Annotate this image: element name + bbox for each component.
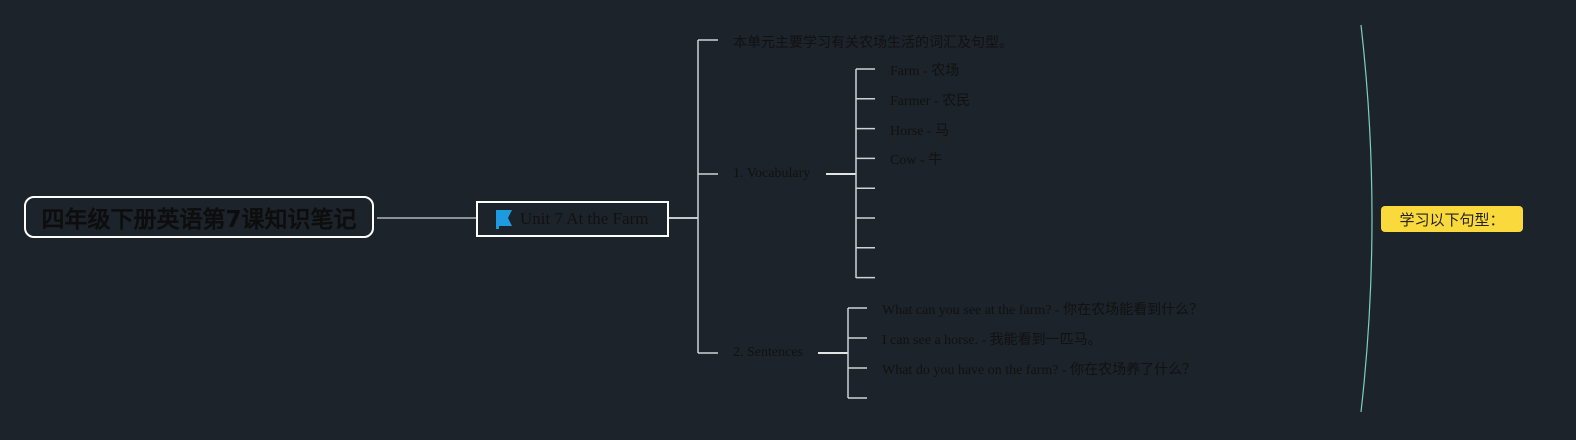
sentence-item[interactable]: I can see a horse. - 我能看到一匹马。 (882, 333, 1102, 348)
vocabulary-topic[interactable]: 1. Vocabulary (733, 166, 811, 181)
vocabulary-item[interactable]: Farmer - 农民 (890, 93, 971, 109)
intro-topic[interactable]: 本单元主要学习有关农场生活的词汇及句型。 (733, 36, 1013, 51)
main-topic-label: Unit 7 At the Farm (520, 209, 649, 228)
vocabulary-item[interactable]: Farm - 农场 (890, 64, 960, 79)
callout-topic[interactable]: 学习以下句型： (1381, 206, 1523, 232)
sentences-topic[interactable]: 2. Sentences (733, 345, 803, 360)
main-topic[interactable]: Unit 7 At the Farm (476, 201, 669, 237)
sentence-item[interactable]: What do you have on the farm? - 你在农场养了什么… (882, 363, 1197, 378)
root-topic[interactable]: 四年级下册英语第7课知识笔记 (24, 196, 374, 238)
callout-label: 学习以下句型： (1399, 210, 1505, 229)
vocabulary-item[interactable]: Horse - 马 (890, 123, 950, 139)
root-topic-label: 四年级下册英语第7课知识笔记 (41, 207, 357, 233)
sentence-item[interactable]: What can you see at the farm? - 你在农场能看到什… (882, 303, 1204, 318)
vocabulary-item[interactable]: Cow - 牛 (890, 153, 943, 169)
flag-icon (496, 210, 512, 229)
boundary-arc (1360, 24, 1373, 413)
